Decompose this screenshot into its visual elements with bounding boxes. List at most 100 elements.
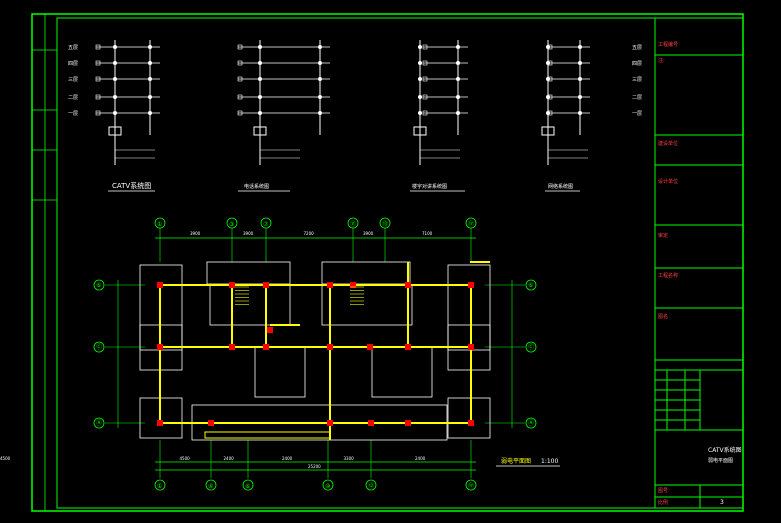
right-axis-bubble (525, 341, 537, 353)
wall-outline (209, 284, 291, 326)
right-axis-bubble (525, 279, 537, 291)
tb-scale-label: 比例 (658, 499, 668, 506)
phone-outlet (258, 45, 262, 49)
left-axis-label: Ⓒ (96, 343, 102, 351)
phone-outlet (318, 111, 322, 115)
column (208, 420, 214, 426)
floor-label-left: 一层 (68, 111, 78, 117)
column (350, 282, 356, 288)
catv-outlet (148, 95, 152, 99)
column (267, 327, 273, 333)
top-axis-bubble (154, 217, 166, 229)
column (468, 344, 474, 350)
tb-approver-label: 审定 (658, 232, 668, 239)
tb-project-no: 工程编号 (658, 41, 678, 48)
column (405, 282, 411, 288)
wall-outline (206, 261, 291, 285)
bottom-dimension-label: 2400 (224, 456, 235, 461)
wall-outline (321, 261, 411, 285)
catv-outlet (148, 45, 152, 49)
intercom-socket (422, 44, 428, 50)
catv-socket (95, 60, 101, 66)
intercom-outlet (418, 61, 422, 65)
phone-socket (237, 110, 243, 116)
floor-label-right: 四层 (632, 61, 642, 67)
phone-socket (237, 44, 243, 50)
bottom-axis-bubble (365, 479, 377, 491)
bottom-axis-bubble (242, 479, 254, 491)
column (367, 344, 373, 350)
column (263, 344, 269, 350)
top-axis-bubble (379, 217, 391, 229)
broadband-socket (547, 94, 553, 100)
wall-outline (447, 264, 491, 351)
title-block (654, 18, 743, 508)
broadband-socket (547, 44, 553, 50)
floor-label-right: 二层 (632, 95, 642, 101)
tb-drawing-title2: 弱电平面图 (708, 457, 733, 464)
catv-outlet (113, 77, 117, 81)
right-axis-label: Ⓐ (528, 419, 534, 427)
intercom-outlet (418, 111, 422, 115)
broadband-outlet (578, 111, 582, 115)
phone-outlet (258, 111, 262, 115)
bottom-axis-label: ⑫ (368, 482, 374, 490)
tb-designer-label: 设计单位 (658, 178, 678, 185)
intercom-socket (422, 60, 428, 66)
catv-socket (95, 94, 101, 100)
catv-outlet (148, 77, 152, 81)
column (263, 282, 269, 288)
broadband-riser-title: 网络系统图 (548, 183, 573, 190)
phone-outlet (258, 95, 262, 99)
tb-notes-label: 注: (658, 57, 665, 64)
bottom-axis-label: ⑩ (325, 483, 330, 490)
tb-sheet-label: 图号 (658, 488, 668, 494)
intercom-outlet (456, 77, 460, 81)
column (157, 282, 163, 288)
left-axis-bubble (93, 417, 105, 429)
bottom-axis-label: ⑰ (468, 482, 474, 490)
right-axis-label: ⑥ (528, 282, 533, 289)
floor-label-left: 三层 (68, 77, 78, 83)
top-axis-label: ⑰ (468, 220, 474, 228)
tb-drawing-title: CATV系统图 (708, 446, 742, 454)
left-axis-bubble (93, 279, 105, 291)
top-dimension-label: 7100 (422, 231, 433, 236)
left-axis-label: Ⓐ (96, 419, 102, 427)
bottom-axis-label: ④ (208, 483, 213, 490)
broadband-socket (547, 110, 553, 116)
intercom-outlet (456, 111, 460, 115)
intercom-socket (422, 110, 428, 116)
wall-outline (447, 397, 491, 439)
top-axis-label: ③ (229, 221, 234, 228)
intercom-outlet (418, 77, 422, 81)
floor-label-left: 四层 (68, 61, 78, 67)
total-dimension-label: 25200 (308, 464, 321, 469)
phone-outlet (318, 45, 322, 49)
broadband-outlet (578, 77, 582, 81)
column (327, 282, 333, 288)
cable-tray (204, 431, 331, 439)
broadband-socket (547, 76, 553, 82)
column (368, 420, 374, 426)
right-axis-bubble (525, 417, 537, 429)
floor-label-right: 三层 (632, 77, 642, 83)
column (327, 344, 333, 350)
top-axis-bubble (260, 217, 272, 229)
bottom-axis-bubble (205, 479, 217, 491)
top-axis-bubble (347, 217, 359, 229)
floor-label-left: 五层 (68, 45, 78, 51)
bottom-dimension-label: 3300 (344, 456, 355, 461)
floor-label-left: 二层 (68, 95, 78, 101)
top-axis-label: ⑬ (382, 220, 388, 228)
bottom-axis-bubble (322, 479, 334, 491)
bottom-axis-bubble (465, 479, 477, 491)
catv-riser-title: CATV系统图 (112, 181, 151, 190)
bottom-axis-bubble (154, 479, 166, 491)
phone-outlet (318, 61, 322, 65)
inner-frame (56, 17, 744, 509)
top-axis-label: ⑪ (350, 220, 356, 228)
catv-socket (95, 110, 101, 116)
